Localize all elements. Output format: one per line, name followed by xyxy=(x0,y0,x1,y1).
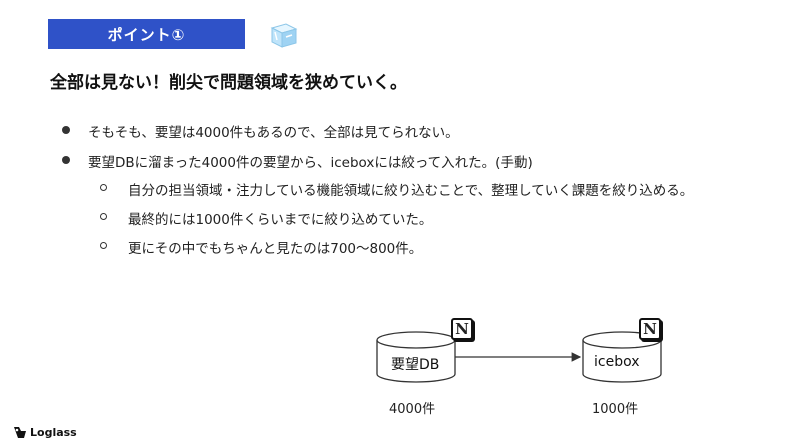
sub-bullet-circle xyxy=(100,184,107,191)
source-count: 4000件 xyxy=(389,402,436,417)
notion-icon: N xyxy=(451,318,473,340)
logo-text: Loglass xyxy=(30,426,77,439)
source-db-label: 要望DB xyxy=(391,357,440,373)
bullet-dot xyxy=(62,126,70,134)
sub-bullet-circle xyxy=(100,242,107,249)
sub-bullet-item: 最終的には1000件くらいまでに絞り込めていた。 xyxy=(128,212,433,228)
ice-cube-icon xyxy=(270,23,298,48)
database-cylinder-source xyxy=(376,331,456,383)
bullet-item: 要望DBに溜まった4000件の要望から、iceboxには絞って入れた。(手動) xyxy=(88,155,533,171)
notion-icon: N xyxy=(639,318,661,340)
target-count: 1000件 xyxy=(592,402,639,417)
bullet-item: そもそも、要望は4000件もあるので、全部は見てられない。 xyxy=(88,125,459,141)
loglass-logo: Loglass xyxy=(13,426,77,439)
loglass-logo-mark xyxy=(14,427,26,438)
section-badge: ポイント① xyxy=(48,19,245,49)
target-db-label: icebox xyxy=(594,354,640,370)
sub-bullet-item: 更にその中でもちゃんと見たのは700〜800件。 xyxy=(128,241,423,257)
sub-bullet-circle xyxy=(100,213,107,220)
bullet-dot xyxy=(62,156,70,164)
slide-heading: 全部は見ない！削尖で問題領域を狭めていく。 xyxy=(50,73,407,93)
sub-bullet-item: 自分の担当領域・注力している機能領域に絞り込むことで、整理していく課題を絞り込め… xyxy=(128,183,694,199)
section-badge-label: ポイント① xyxy=(107,25,186,44)
